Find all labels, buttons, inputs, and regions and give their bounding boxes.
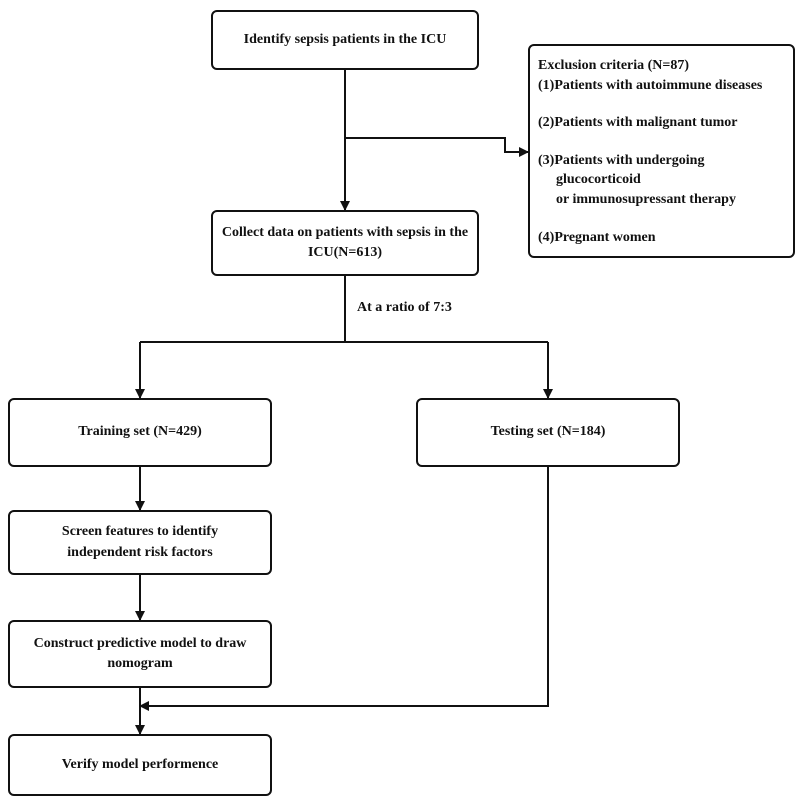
exclusion-item-3-line-3: or immunosupressant therapy xyxy=(556,191,736,207)
screen-features-text: Screen features to identify independent … xyxy=(61,524,219,560)
identify-patients-text: Identify sepsis patients in the ICU xyxy=(243,31,447,47)
exclusion-item-3: (3)Patients with undergoing xyxy=(538,152,705,168)
arrow-testing-to-merge xyxy=(139,467,549,711)
exclusion-item-2: (2)Patients with malignant tumor xyxy=(538,115,738,131)
collect-data-text: Collect data on patients with sepsis in … xyxy=(221,224,469,260)
training-set-text: Training set (N=429) xyxy=(78,424,202,440)
split-ratio-label: At a ratio of 7:3 xyxy=(357,300,452,315)
construct-model-text: Construct predictive model to draw nomog… xyxy=(33,635,247,671)
training-set-box: Training set (N=429) xyxy=(8,398,272,467)
testing-set-text: Testing set (N=184) xyxy=(490,424,606,440)
exclusion-title: Exclusion criteria (N=87) xyxy=(538,58,690,73)
verify-model-text: Verify model performence xyxy=(61,756,219,772)
arrow-to-exclusion xyxy=(345,137,529,157)
screen-features-box: Screen features to identify independent … xyxy=(8,510,272,575)
verify-model-box: Verify model performence xyxy=(8,734,272,796)
identify-patients-box: Identify sepsis patients in the ICU xyxy=(211,10,479,70)
collect-data-box: Collect data on patients with sepsis in … xyxy=(211,210,479,276)
exclusion-criteria-box: Exclusion criteria (N=87) (1)Patients wi… xyxy=(528,44,795,258)
exclusion-item-3-line-2: glucocorticoid xyxy=(556,172,641,188)
construct-model-box: Construct predictive model to draw nomog… xyxy=(8,620,272,688)
exclusion-item-4: (4)Pregnant women xyxy=(538,229,656,245)
testing-set-box: Testing set (N=184) xyxy=(416,398,680,467)
exclusion-item-1: (1)Patients with autoimmune diseases xyxy=(538,77,763,93)
